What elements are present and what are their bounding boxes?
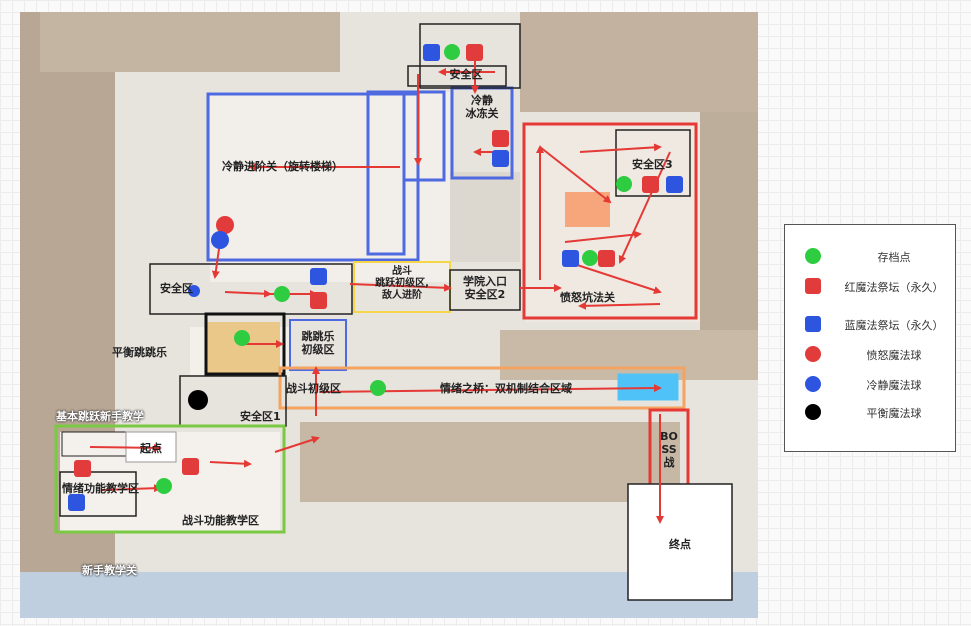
legend-label: 蓝魔法祭坛（永久）	[844, 319, 944, 332]
calm-orb	[188, 285, 200, 297]
blue-altar	[310, 268, 327, 285]
red-altar	[598, 250, 615, 267]
label-emotion-tutorial: 情绪功能教学区	[62, 482, 139, 495]
label-balance-jump: 平衡跳跳乐	[112, 346, 167, 359]
legend-item: 存档点	[785, 245, 955, 267]
label-boss: BO SS 战	[660, 430, 678, 469]
label-safe-zone-3: 安全区3	[632, 158, 673, 171]
legend-item: 蓝魔法祭坛（永久）	[785, 313, 955, 335]
legend-item: 平衡魔法球	[785, 401, 955, 423]
label-calm-freeze: 冷静 冰冻关	[465, 94, 499, 120]
red-altar	[74, 460, 91, 477]
zone-end-box	[627, 483, 733, 601]
save-point	[156, 478, 172, 494]
zone-bridge-border	[278, 366, 686, 410]
arrow	[567, 261, 662, 294]
building-block-main	[210, 92, 450, 282]
legend-label: 冷静魔法球	[866, 379, 922, 392]
anger-orb	[216, 216, 234, 234]
save-point-icon	[805, 248, 821, 264]
label-combat-tutorial: 战斗功能教学区	[182, 514, 259, 527]
save-point	[370, 380, 386, 396]
balance-orb	[188, 390, 208, 410]
arrow	[564, 230, 642, 243]
courtyard	[450, 172, 520, 262]
arrow	[618, 151, 671, 264]
label-newbie-tutorial: 新手教学关	[82, 564, 137, 577]
label-combat-beginner: 战斗初级区	[286, 382, 341, 395]
red-altar	[642, 176, 659, 193]
zone-newbie-tutorial-border	[54, 424, 286, 534]
arrow	[579, 143, 662, 153]
blue-altar	[666, 176, 683, 193]
arrow	[209, 459, 252, 468]
bridge-pool	[617, 373, 679, 401]
legend: 存档点 红魔法祭坛（永久） 蓝魔法祭坛（永久） 愤怒魔法球 冷静魔法球 平衡魔法…	[784, 224, 956, 452]
balance-platform	[205, 322, 280, 374]
rock-area-mid-right	[500, 330, 758, 380]
label-end: 终点	[669, 538, 691, 551]
label-basic-jump-tutorial: 基本跳跃新手教学	[56, 410, 144, 423]
red-altar	[310, 292, 327, 309]
zone-balance-border	[204, 312, 286, 376]
zone-anger-trap-border	[522, 122, 698, 320]
label-calm-advanced: 冷静进阶关（旋转楼梯）	[222, 160, 343, 173]
rock-area-top	[40, 12, 340, 72]
arrow	[349, 283, 452, 292]
arrow	[224, 289, 272, 298]
save-point	[444, 44, 460, 60]
blue-altar	[68, 494, 85, 511]
arrow	[274, 436, 320, 453]
anger-orb-icon	[805, 346, 821, 362]
save-point	[234, 330, 250, 346]
arrow	[539, 146, 612, 204]
save-point	[274, 286, 290, 302]
rock-area-right	[700, 112, 758, 332]
map-markers	[68, 44, 683, 511]
rock-area-bottom	[300, 422, 680, 502]
legend-item: 愤怒魔法球	[785, 343, 955, 365]
red-altar	[466, 44, 483, 61]
arrow	[578, 301, 661, 310]
calm-orb-icon	[805, 376, 821, 392]
red-altar-icon	[805, 278, 821, 294]
red-altar	[492, 130, 509, 147]
label-anger-trap: 愤怒坑法关	[560, 291, 615, 304]
save-point	[616, 176, 632, 192]
label-start: 起点	[140, 442, 162, 455]
label-safe-top: 安全区	[449, 68, 483, 81]
red-altar	[182, 458, 199, 475]
label-safe-zone-1: 安全区1	[240, 410, 281, 423]
label-academy-safe-2: 学院入口 安全区2	[463, 275, 507, 301]
label-jump-beginner: 跳跳乐 初级区	[301, 330, 335, 356]
balance-orb-icon	[805, 404, 821, 420]
anger-platform	[565, 192, 610, 227]
legend-item: 红魔法祭坛（永久）	[785, 275, 955, 297]
calm-orb	[211, 231, 229, 249]
blue-altar-icon	[805, 316, 821, 332]
blue-altar	[423, 44, 440, 61]
legend-label: 存档点	[877, 251, 911, 264]
map-graphics	[20, 12, 758, 618]
blue-altar	[562, 250, 579, 267]
arrow	[101, 484, 162, 493]
rock-area-top-right	[520, 12, 758, 112]
legend-label: 红魔法祭坛（永久）	[844, 281, 944, 294]
legend-label: 平衡魔法球	[866, 407, 922, 420]
zone-calm-advanced-border	[206, 92, 420, 262]
save-point	[582, 250, 598, 266]
level-map: 安全区 冷静 冰冻关 冷静进阶关（旋转楼梯） 安全区3 愤怒坑法关 安全区 战斗…	[20, 12, 758, 618]
zone-calm-passage-border	[402, 90, 446, 182]
label-combat-jump-beginner: 战斗 跳跃初级区, 敌人进阶	[375, 266, 429, 301]
zone-emotion-tutorial-border	[59, 471, 137, 517]
zone-safe-top-border	[419, 23, 521, 89]
blue-altar	[492, 150, 509, 167]
arrow	[89, 443, 162, 452]
zone-safe-top-inner	[407, 65, 507, 87]
legend-item: 冷静魔法球	[785, 373, 955, 395]
label-bridge: 情绪之桥：双机制结合区域	[440, 382, 572, 395]
label-safe-left: 安全区	[160, 282, 193, 295]
zone-safe-3-border	[615, 129, 691, 197]
legend-label: 愤怒魔法球	[866, 349, 922, 362]
